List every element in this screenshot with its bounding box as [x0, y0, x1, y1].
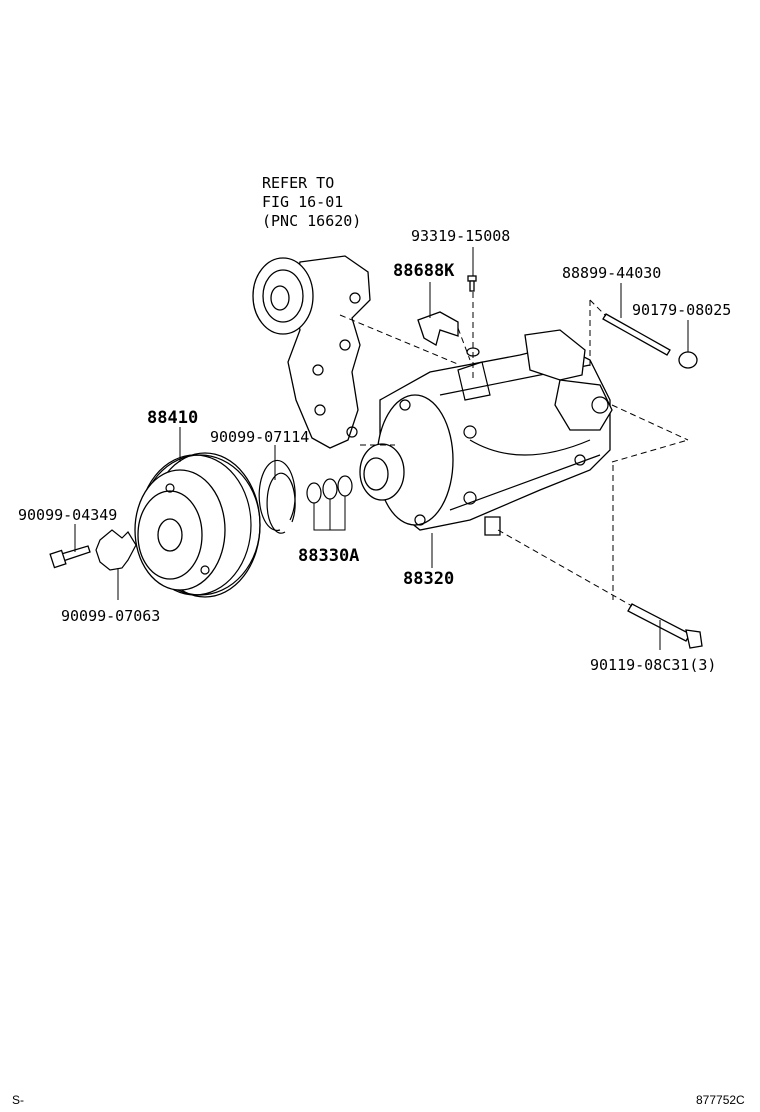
- label-88688k: 88688K: [393, 261, 455, 281]
- tensioner-bracket-icon: [252, 255, 371, 449]
- label-90099-07114: 90099-07114: [210, 428, 309, 446]
- clip-icon: [417, 311, 459, 346]
- long-bolt-icon: [627, 603, 703, 649]
- refer-line-1: REFER TO: [262, 174, 334, 192]
- refer-line-3: (PNC 16620): [262, 212, 361, 230]
- stud-bolt-icon: [602, 313, 671, 356]
- clutch-pulley-icon: [134, 452, 261, 598]
- washer-icon: [95, 529, 137, 571]
- bolt-icon: [49, 545, 91, 569]
- label-93319-15008: 93319-15008: [411, 227, 510, 245]
- label-88320: 88320: [403, 569, 454, 589]
- footer-figure-id: 877752C: [696, 1093, 745, 1107]
- label-90099-04349: 90099-04349: [18, 506, 117, 524]
- compressor-icon: [359, 329, 613, 536]
- nut-icon: [678, 351, 698, 369]
- snap-ring-icon: [258, 459, 296, 534]
- label-90119-08c31: 90119-08C31(3): [590, 656, 716, 674]
- label-88899-44030: 88899-44030: [562, 264, 661, 282]
- label-90099-07063: 90099-07063: [61, 607, 160, 625]
- refer-line-2: FIG 16-01: [262, 193, 343, 211]
- leader-lines: [74, 247, 689, 650]
- label-88330a: 88330A: [298, 546, 359, 566]
- label-90179-08025: 90179-08025: [632, 301, 731, 319]
- footer-left-code: S-: [12, 1093, 24, 1107]
- label-88410: 88410: [147, 408, 198, 428]
